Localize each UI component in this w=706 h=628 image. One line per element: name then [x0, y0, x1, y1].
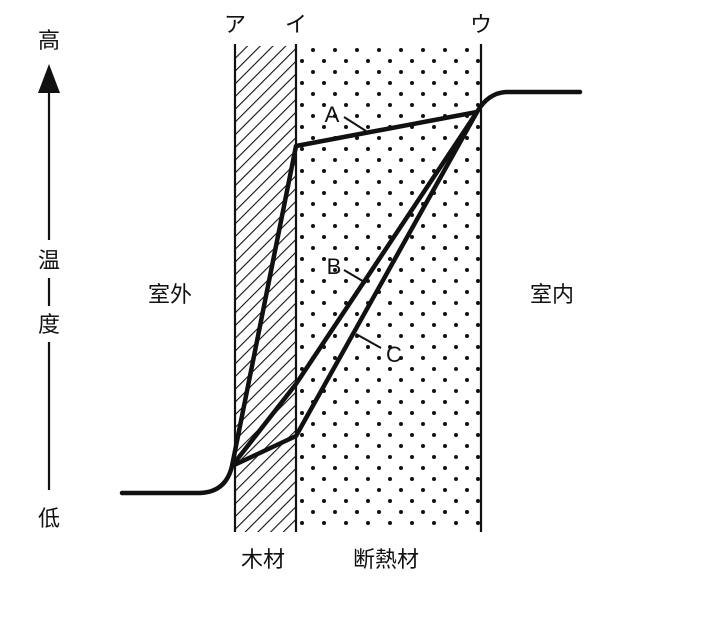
leader-line-c [355, 333, 382, 349]
temperature-line-c [231, 110, 479, 469]
axis-label-temperature-1: 温 [38, 249, 60, 274]
axis-label-low: 低 [38, 507, 60, 532]
material-label-insulation: 断熱材 [353, 548, 419, 573]
line-label-b: B [327, 254, 342, 279]
outdoor-temperature-curve [119, 463, 235, 496]
boundary-label-i: イ [285, 13, 307, 38]
axis-arrow-up-icon [38, 64, 60, 93]
axis-label-high: 高 [38, 29, 60, 54]
axis-label-temperature-2: 度 [38, 313, 60, 338]
line-label-a: A [325, 102, 340, 127]
line-label-c: C [386, 342, 402, 367]
indoor-temperature-curve [474, 89, 583, 115]
leader-line-b [343, 269, 367, 284]
region-label-outside: 室外 [148, 283, 192, 308]
boundary-label-u: ウ [470, 13, 492, 38]
region-label-inside: 室内 [530, 283, 574, 308]
leader-line-a [343, 116, 367, 132]
temperature-line-b [230, 110, 479, 468]
boundary-label-a: ア [224, 13, 246, 38]
material-label-wood: 木材 [241, 548, 285, 573]
temperature-line-a [229, 109, 478, 467]
